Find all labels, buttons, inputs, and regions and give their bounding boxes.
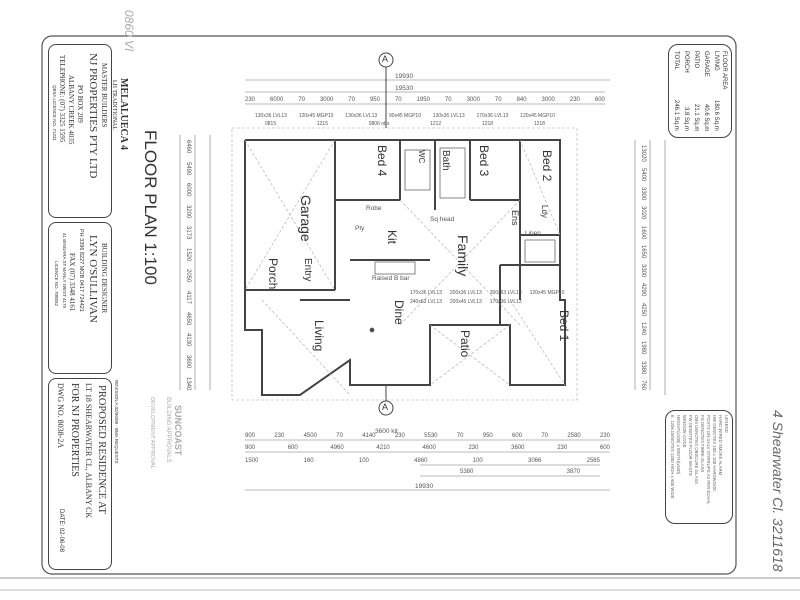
room-bed1: Bed 1	[557, 310, 571, 342]
stamp-line3: DEVELOPMENT APPROVAL	[149, 397, 155, 469]
legend-item: POSTS ON GALV STIRRUPS AS PER ECHAL	[706, 415, 711, 505]
legend-box: LEGEND HARD WIRED SMOKE ALARM HW DENOTES…	[665, 410, 733, 524]
project-line3: FOR NJ PROPERTIES	[69, 383, 80, 477]
designer-phone: PH 3396 8227 MOB 0417 724421	[78, 229, 84, 312]
designer-block: BUILDING DESIGNER LYN O'SULLIVAN PH 3396…	[48, 222, 112, 374]
legend-heading: LEGEND	[724, 415, 729, 433]
designer-fax: FAX (07) 3348 4161	[68, 253, 76, 312]
room-patio: Patio	[458, 330, 472, 358]
stamp-line1: SUNCOAST	[173, 405, 183, 456]
builder-po-box: PO BOX 209	[76, 85, 84, 123]
room-ldy: Ldy	[540, 205, 549, 218]
stamp-line2: BUILDING APPROVALS	[165, 397, 171, 463]
room-bath: Bath	[440, 150, 451, 171]
revision-note: REVISION A 02/06/08 - BMA REQUESTS	[114, 380, 119, 464]
dim-top-overall: 19930	[395, 73, 414, 80]
legend-item: FG DENOTES FIBRE GLASS	[700, 415, 705, 473]
room-ens: Ens	[510, 210, 520, 226]
handwritten-note-top: 0860 VI	[122, 10, 136, 52]
label-linen: Linen	[525, 230, 541, 237]
section-marker-bottom: A	[382, 402, 389, 412]
room-garage: Garage	[298, 195, 314, 242]
builder-licence: QBSA LICENCE NO. 71231	[52, 85, 57, 142]
label-raised-bar: Raised B bar	[372, 275, 410, 282]
legend-item: OBS DENOTES OBSCURE GLASS	[694, 415, 699, 485]
builder-block: MASTER BUILDERS NJ PROPERTIES PTY LTD PO…	[48, 44, 112, 218]
builder-line1: MASTER BUILDERS	[100, 63, 108, 128]
builder-company: NJ PROPERTIES PTY LTD	[87, 53, 99, 179]
project-line1: PROPOSED RESIDENCE AT	[96, 385, 107, 514]
room-entry: Entry	[302, 258, 313, 282]
label-kit-dim: 3600 kit	[375, 428, 398, 435]
floor-area-heading: FLOOR AREA	[721, 51, 727, 90]
legend-item: HARD WIRED SMOKE ALARM	[718, 415, 723, 476]
room-dine: Dine	[392, 300, 406, 325]
room-bed4: Bed 4	[375, 145, 389, 177]
handwritten-address: 4 Shearwater Cl. 3211618	[770, 410, 786, 572]
legend-item: HEIGHT(x100) x WIDTH(x100)	[676, 415, 681, 475]
room-bed3: Bed 3	[477, 145, 491, 177]
plan-style: LH TRADITIONAL	[111, 80, 117, 131]
builder-suburb: ALBANY CREEK 4035	[67, 75, 75, 145]
approval-stamp: SUNCOAST BUILDING APPROVALS DEVELOPMENT …	[135, 395, 185, 490]
project-block: PROPOSED RESIDENCE AT LT 18 SHEARWATER C…	[48, 378, 112, 570]
plan-name: MELALUECA 4	[118, 78, 129, 150]
room-living: Living	[312, 320, 326, 352]
project-line2: LT 18 SHEARWATER CL, ALBANY CK	[84, 383, 93, 519]
legend-item: E. 1206 DENOTES 1200 HIGH x 600 WIDE	[670, 415, 675, 499]
room-kit: Kit	[385, 230, 399, 245]
label-robe: Robe	[366, 205, 382, 212]
designer-line1: BUILDING DESIGNER	[100, 243, 108, 314]
room-bed2: Bed 2	[540, 150, 554, 182]
legend-item: HW DENOTES 100 x 100 HARDWOOD	[712, 415, 717, 492]
drawing-number: DWG NO. 8038-2A	[56, 383, 65, 449]
room-wc: WC	[417, 150, 426, 164]
builder-phone: TELEPHONE: (07) 3325 1595	[58, 55, 66, 143]
drawing-date: DATE: 02-06-08	[58, 509, 64, 552]
designer-address: 41 BINGARA ST MANLY WEST 4179	[62, 233, 67, 308]
plan-title: FLOOR PLAN 1:100	[141, 130, 160, 285]
dim-bottom-overall: 19930	[415, 483, 434, 490]
section-marker-top: A	[382, 54, 389, 64]
dim-top-inner: 19530	[395, 85, 414, 92]
designer-name: LYN O'SULLIVAN	[87, 235, 99, 323]
label-sq-head: Sq head	[430, 216, 455, 223]
designer-licence: LICENCE NO. 708552	[54, 261, 59, 307]
legend-item: WINDOW CODE	[682, 415, 687, 448]
room-porch: Porch	[266, 258, 280, 290]
label-pantry: Pty	[355, 225, 365, 232]
room-family: Family	[455, 235, 471, 277]
legend-item: FW DENOTES FLOOR WASTE	[688, 415, 693, 476]
